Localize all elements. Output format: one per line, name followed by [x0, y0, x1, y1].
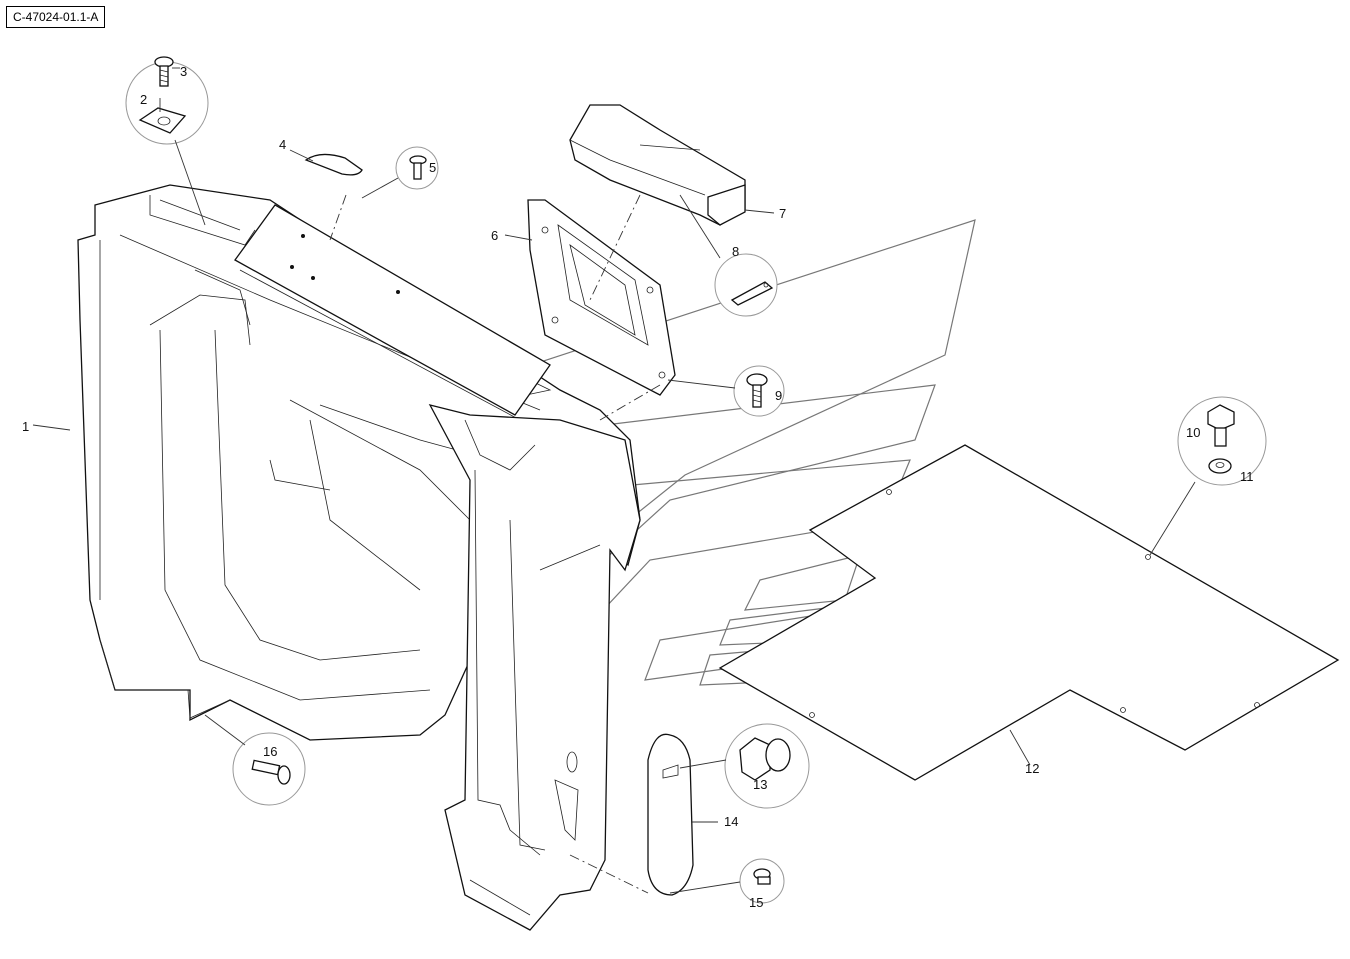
callout-8: 8 — [732, 244, 739, 259]
part-6-frame — [527, 199, 676, 396]
bolt-icon — [1207, 404, 1235, 447]
callout-14: 14 — [724, 814, 738, 829]
callout-11: 11 — [1240, 469, 1254, 484]
callout-2: 2 — [140, 92, 147, 107]
nut-clip-icon — [138, 107, 187, 134]
callout-circle-16 — [232, 732, 306, 806]
callout-5: 5 — [429, 160, 436, 175]
callout-circle-5 — [395, 146, 439, 190]
callout-circle-2-3 — [125, 56, 209, 145]
callout-4: 4 — [279, 137, 286, 152]
part-1-top-plate — [234, 204, 551, 421]
part-4-gasket — [304, 153, 363, 176]
callout-6: 6 — [491, 228, 498, 243]
callout-circle-13 — [724, 723, 810, 809]
callout-circle-8 — [714, 253, 778, 317]
washer-icon — [1208, 458, 1232, 474]
part-14-cover — [647, 733, 694, 896]
part-12-floor-mat — [718, 444, 1340, 781]
screw-icon — [154, 56, 174, 87]
callout-16: 16 — [263, 744, 277, 759]
callout-7: 7 — [779, 206, 786, 221]
callout-13: 13 — [753, 777, 767, 792]
diagram-reference-code: C-47024-01.1-A — [6, 6, 106, 28]
callout-labels: 1 2 3 4 5 6 7 8 9 10 11 12 13 14 15 16 — [22, 64, 1254, 910]
screw-icon — [746, 373, 768, 408]
part-1-column — [428, 404, 641, 931]
part-1-side-panel — [77, 184, 641, 741]
screw-icon — [409, 155, 427, 180]
clip-icon — [730, 281, 774, 306]
screw-icon — [251, 759, 291, 785]
callout-9: 9 — [775, 388, 782, 403]
callout-circle-10-11 — [1177, 396, 1267, 486]
callout-15: 15 — [749, 895, 763, 910]
clip-icon — [739, 737, 791, 781]
callout-1: 1 — [22, 419, 29, 434]
callout-10: 10 — [1186, 425, 1200, 440]
callout-circle-15 — [739, 858, 785, 904]
callout-12: 12 — [1025, 761, 1039, 776]
callout-3: 3 — [180, 64, 187, 79]
part-7-handle — [569, 104, 746, 226]
callout-circle-9 — [733, 365, 785, 417]
leader-lines — [32, 67, 1196, 894]
screw-icon — [753, 868, 771, 885]
